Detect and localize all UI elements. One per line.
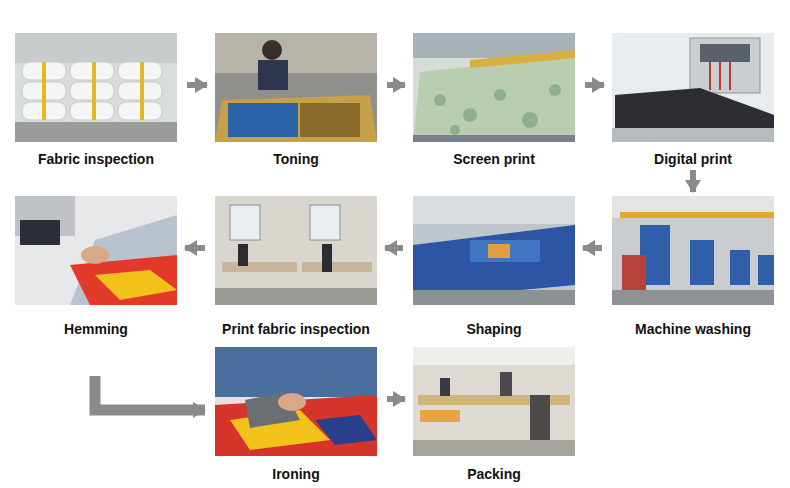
shaping-machine-photo	[413, 196, 575, 305]
step-caption: Shaping	[413, 320, 575, 338]
process-step: Fabric inspection	[15, 33, 177, 168]
step-caption: Print fabric inspection	[215, 320, 377, 338]
toning-photo	[215, 33, 377, 142]
flow-arrow	[690, 170, 696, 192]
washing-machine-photo	[612, 196, 774, 305]
step-caption: Toning	[215, 150, 377, 168]
flow-arrow	[185, 245, 205, 251]
step-caption: Screen print	[413, 150, 575, 168]
flow-arrow	[583, 245, 602, 251]
flow-arrow	[385, 245, 403, 251]
step-caption: Machine washing	[612, 320, 774, 338]
step-caption: Hemming	[15, 320, 177, 338]
process-step: Shaping	[413, 196, 575, 338]
ironing-photo	[215, 347, 377, 456]
process-step: Print fabric inspection	[215, 196, 377, 338]
step-caption: Packing	[413, 465, 575, 483]
step-caption: Ironing	[215, 465, 377, 483]
inspection-room-photo	[215, 196, 377, 305]
flow-arrow	[387, 396, 405, 402]
process-step: Digital print	[612, 33, 774, 168]
step-caption: Fabric inspection	[15, 150, 177, 168]
process-step: Toning	[215, 33, 377, 168]
flow-arrow	[95, 376, 205, 410]
step-caption: Digital print	[612, 150, 774, 168]
process-step: Machine washing	[612, 196, 774, 338]
fabric-rolls-photo	[15, 33, 177, 142]
flow-arrow	[387, 82, 405, 88]
process-step: Screen print	[413, 33, 575, 168]
flow-arrow	[585, 82, 604, 88]
packing-photo	[413, 347, 575, 456]
digital-printer-photo	[612, 33, 774, 142]
hemming-photo	[15, 196, 177, 305]
process-step: Hemming	[15, 196, 177, 338]
screen-print-photo	[413, 33, 575, 142]
flow-arrow	[187, 82, 207, 88]
process-step: Packing	[413, 347, 575, 483]
process-step: Ironing	[215, 347, 377, 483]
